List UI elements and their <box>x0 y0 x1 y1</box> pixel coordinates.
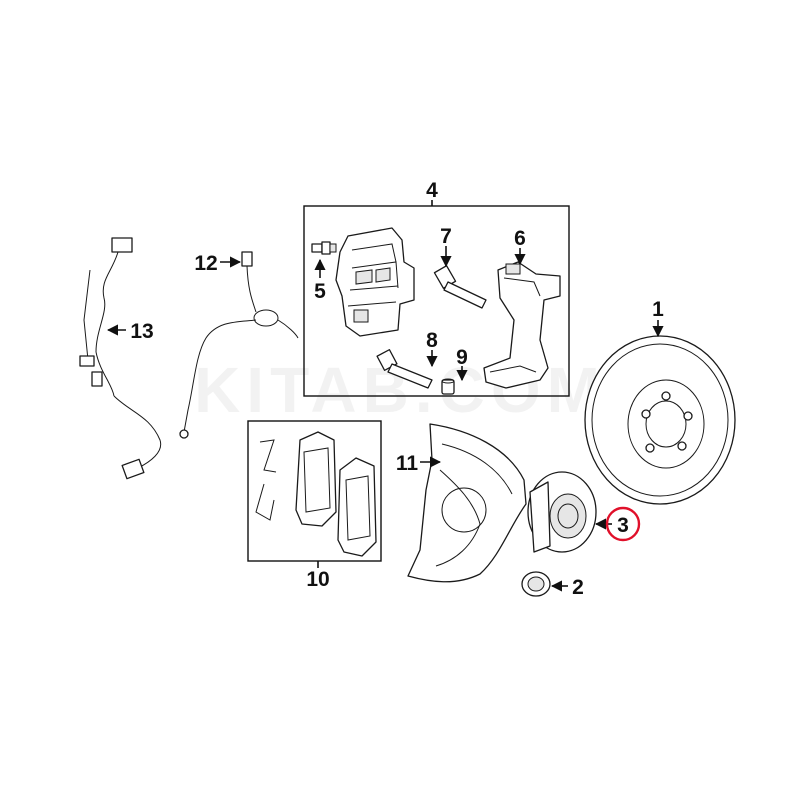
pad-clips-part[interactable] <box>255 439 277 521</box>
caliper-body-part[interactable] <box>335 227 415 337</box>
dust-shield-part[interactable] <box>407 423 527 583</box>
inner-brake-pad-part[interactable] <box>295 431 337 527</box>
hub-bearing-part[interactable] <box>527 471 597 553</box>
callout-4[interactable]: 4 <box>426 179 438 202</box>
outer-brake-pad-part[interactable] <box>337 457 377 557</box>
callout-2[interactable]: 2 <box>572 576 584 599</box>
bleeder-screw-part[interactable] <box>311 241 337 255</box>
callout-3[interactable]: 3 <box>617 514 629 537</box>
hub-nut-part[interactable] <box>521 571 551 597</box>
callout-11[interactable]: 11 <box>396 452 419 475</box>
callout-1[interactable]: 1 <box>652 298 664 321</box>
callout-9[interactable]: 9 <box>456 346 468 369</box>
callout-5[interactable]: 5 <box>314 280 326 303</box>
speed-sensor-harness-part[interactable] <box>79 237 162 480</box>
callout-12[interactable]: 12 <box>194 252 217 275</box>
lower-guide-pin-part[interactable] <box>376 349 433 389</box>
callout-8[interactable]: 8 <box>426 329 438 352</box>
callout-6[interactable]: 6 <box>514 227 526 250</box>
callout-13[interactable]: 13 <box>130 320 153 343</box>
caliper-bracket-part[interactable] <box>483 261 561 389</box>
guide-pin-part[interactable] <box>433 265 487 309</box>
brake-hose-part[interactable] <box>179 251 299 439</box>
highlight-circle <box>605 506 641 542</box>
bushing-part[interactable] <box>441 378 455 395</box>
brake-rotor-part[interactable] <box>584 335 736 505</box>
brake-pad-group-box <box>247 420 382 562</box>
callout-10[interactable]: 10 <box>306 568 329 591</box>
caliper-group-box <box>303 205 570 397</box>
callout-7[interactable]: 7 <box>440 225 452 248</box>
